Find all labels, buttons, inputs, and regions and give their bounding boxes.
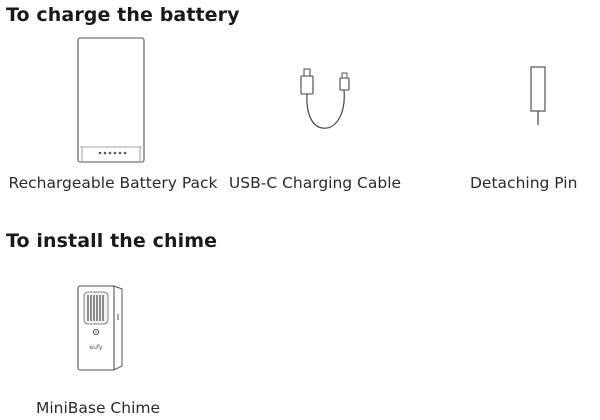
section-title-charge-battery: To charge the battery <box>6 4 240 26</box>
detaching-pin-illustration <box>526 65 552 127</box>
chime-brand-text: eufy <box>89 344 103 351</box>
chime-label: MiniBase Chime <box>35 399 161 417</box>
usb-c-cable-label: USB-C Charging Cable <box>228 174 402 192</box>
detaching-pin-icon <box>530 66 546 125</box>
chime-brand-logo: eufy <box>84 345 108 351</box>
usb-c-cable-icon <box>300 68 350 129</box>
chime-illustration <box>72 282 128 372</box>
usb-c-cable-illustration <box>296 64 356 136</box>
battery-pack-label: Rechargeable Battery Pack <box>8 174 218 192</box>
section-title-install-chime: To install the chime <box>6 230 218 252</box>
battery-pack-icon <box>77 37 145 163</box>
detaching-pin-label: Detaching Pin <box>470 174 578 192</box>
chime-icon <box>77 285 123 371</box>
battery-pack-illustration <box>74 35 150 165</box>
